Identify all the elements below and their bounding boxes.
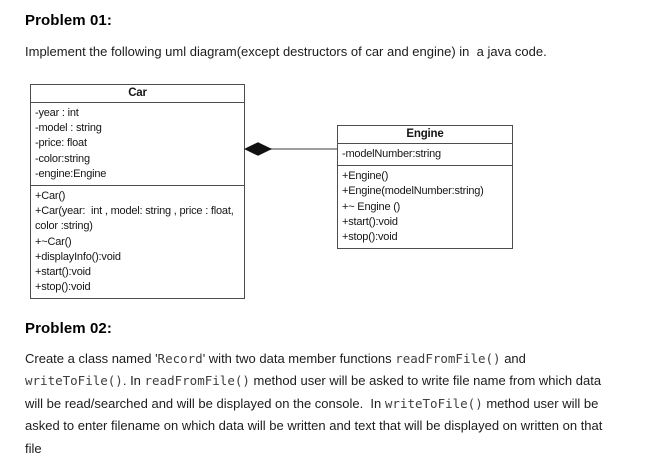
car-attributes-section: -year : int -model : string -price: floa…: [31, 103, 244, 187]
engine-class-title: Engine: [338, 126, 512, 144]
code-segment: readFromFile(): [395, 351, 501, 366]
engine-attributes-section: -modelNumber:string: [338, 144, 512, 167]
text-segment: ' with two data member functions: [202, 351, 396, 366]
engine-attribute: -modelNumber:string: [342, 148, 441, 160]
car-attribute: -model : string: [35, 122, 102, 135]
text-segment: . In: [122, 373, 145, 389]
engine-class-box: Engine -modelNumber:string +Engine() +En…: [337, 125, 513, 250]
car-attribute: -year : int: [35, 107, 79, 119]
engine-method: +~ Engine (): [342, 200, 401, 213]
text-segment: method user will be asked to write file …: [25, 373, 605, 411]
problem1-description: Implement the following uml diagram(exce…: [25, 44, 547, 59]
composition-diamond-icon: [244, 142, 272, 156]
car-attribute: -color:string: [35, 152, 90, 165]
car-method: +Car(year: int , model: string , price :…: [35, 205, 237, 233]
car-class-box: Car -year : int -model : string -price: …: [30, 84, 245, 300]
car-method: +start():void: [35, 266, 91, 279]
car-attribute: -engine:Engine: [35, 167, 107, 180]
code-segment: readFromFile(): [144, 373, 250, 389]
composition-connector: [244, 142, 338, 156]
car-class-title: Car: [31, 85, 244, 103]
text-segment: Create a class named ': [25, 351, 158, 366]
text-segment: and: [500, 351, 530, 366]
problem2-heading: Problem 02:: [25, 320, 112, 337]
problem1-heading: Problem 01:: [25, 12, 112, 29]
car-methods-section: +Car() +Car(year: int , model: string , …: [31, 186, 244, 298]
engine-method: +Engine(modelNumber:string): [342, 185, 484, 198]
engine-method: +start():void: [342, 215, 398, 228]
code-segment: writeToFile(): [25, 373, 123, 389]
engine-method: +stop():void: [342, 231, 398, 244]
car-method: +stop():void: [35, 281, 91, 294]
problem2-paragraph: Create a class named 'Record' with two d…: [25, 348, 605, 460]
code-segment: writeToFile(): [384, 395, 483, 411]
car-attribute: -price: float: [35, 137, 87, 150]
text-segment: method user will be asked to enter filen…: [25, 395, 607, 456]
engine-method: +Engine(): [342, 170, 389, 183]
code-segment: Record: [157, 351, 203, 366]
car-method: +displayInfo():void: [35, 250, 121, 263]
car-method: +~Car(): [35, 235, 72, 248]
engine-methods-section: +Engine() +Engine(modelNumber:string) +~…: [338, 166, 512, 248]
car-method: +Car(): [35, 190, 66, 203]
